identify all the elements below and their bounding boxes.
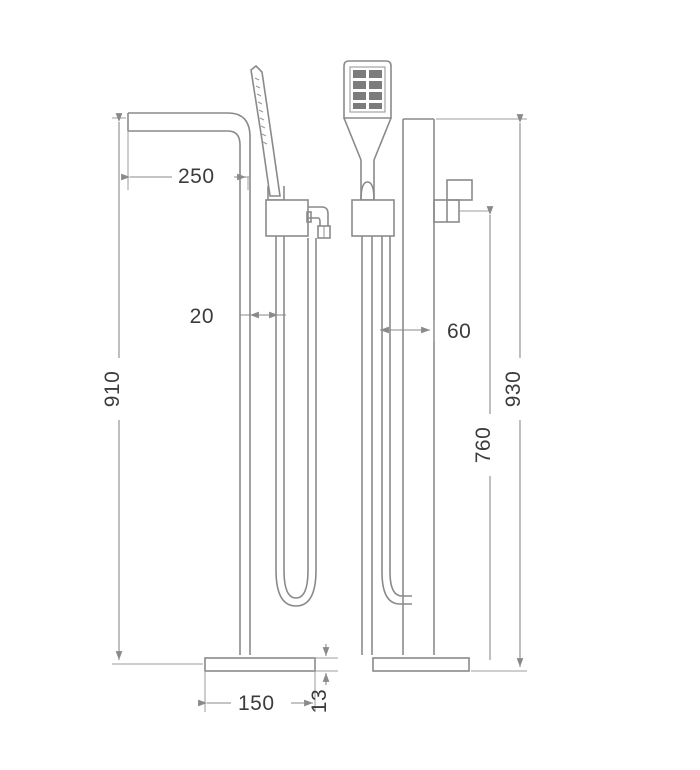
- wand-grip-texture: [254, 77, 268, 145]
- wand-tip-dome: [360, 181, 375, 201]
- dimension-riser-diameter: 20: [190, 305, 286, 328]
- dim-label-250: 250: [178, 165, 215, 188]
- dim-label-60: 60: [447, 320, 471, 343]
- base-plate: [204, 657, 316, 672]
- spout-outer-profile: [128, 112, 251, 186]
- dimension-valve-height: 760: [459, 206, 504, 660]
- valve-body-side: [351, 199, 395, 237]
- spout-inner-profile: [128, 130, 241, 186]
- dim-label-930: 930: [502, 371, 525, 408]
- dimension-base-thickness: 13: [308, 644, 338, 713]
- dim-label-20: 20: [190, 305, 214, 328]
- nozzle-grid-separators: [351, 68, 384, 111]
- dimension-overall-height-front: 910: [101, 113, 203, 665]
- dim-label-150: 150: [238, 692, 275, 715]
- shower-head-bezel: [349, 66, 386, 113]
- dim-text-bg-930: [508, 358, 534, 420]
- dim-label-13: 13: [308, 689, 331, 713]
- dim-text-bg-250: [172, 164, 234, 189]
- handle-arm-base: [306, 211, 312, 223]
- hose-loop-side-outer: [381, 236, 412, 605]
- dim-label-760: 760: [472, 427, 495, 464]
- wand-connector-stub: [267, 186, 285, 201]
- dimension-base-width: 150: [198, 671, 316, 716]
- dim-text-bg-760: [478, 414, 504, 476]
- dimension-overall-height-side: 930: [436, 114, 534, 672]
- dim-label-910: 910: [101, 371, 124, 408]
- hose-loop-side-inner: [389, 236, 412, 597]
- handheld-shower-wand: [250, 64, 281, 197]
- dim-text-bg-910: [106, 358, 132, 420]
- shower-head-housing: [343, 60, 392, 119]
- handle-arm-inner: [308, 217, 321, 226]
- base-plate-side: [372, 657, 470, 672]
- front-view-geometry: [127, 64, 331, 672]
- dimension-spout-reach: 250: [121, 131, 249, 190]
- valve-body: [265, 199, 309, 237]
- handle-arm-outer: [308, 206, 329, 226]
- wand-taper-body: [343, 117, 392, 201]
- dimension-column-depth: 60: [380, 320, 471, 343]
- shower-hose-inner: [283, 236, 309, 599]
- handle-block-side: [446, 179, 473, 201]
- shower-hose-outer: [275, 236, 317, 607]
- dim-text-bg-150: [231, 691, 291, 716]
- shower-head-nozzle-grid: [353, 70, 382, 109]
- side-view-geometry: [343, 60, 473, 672]
